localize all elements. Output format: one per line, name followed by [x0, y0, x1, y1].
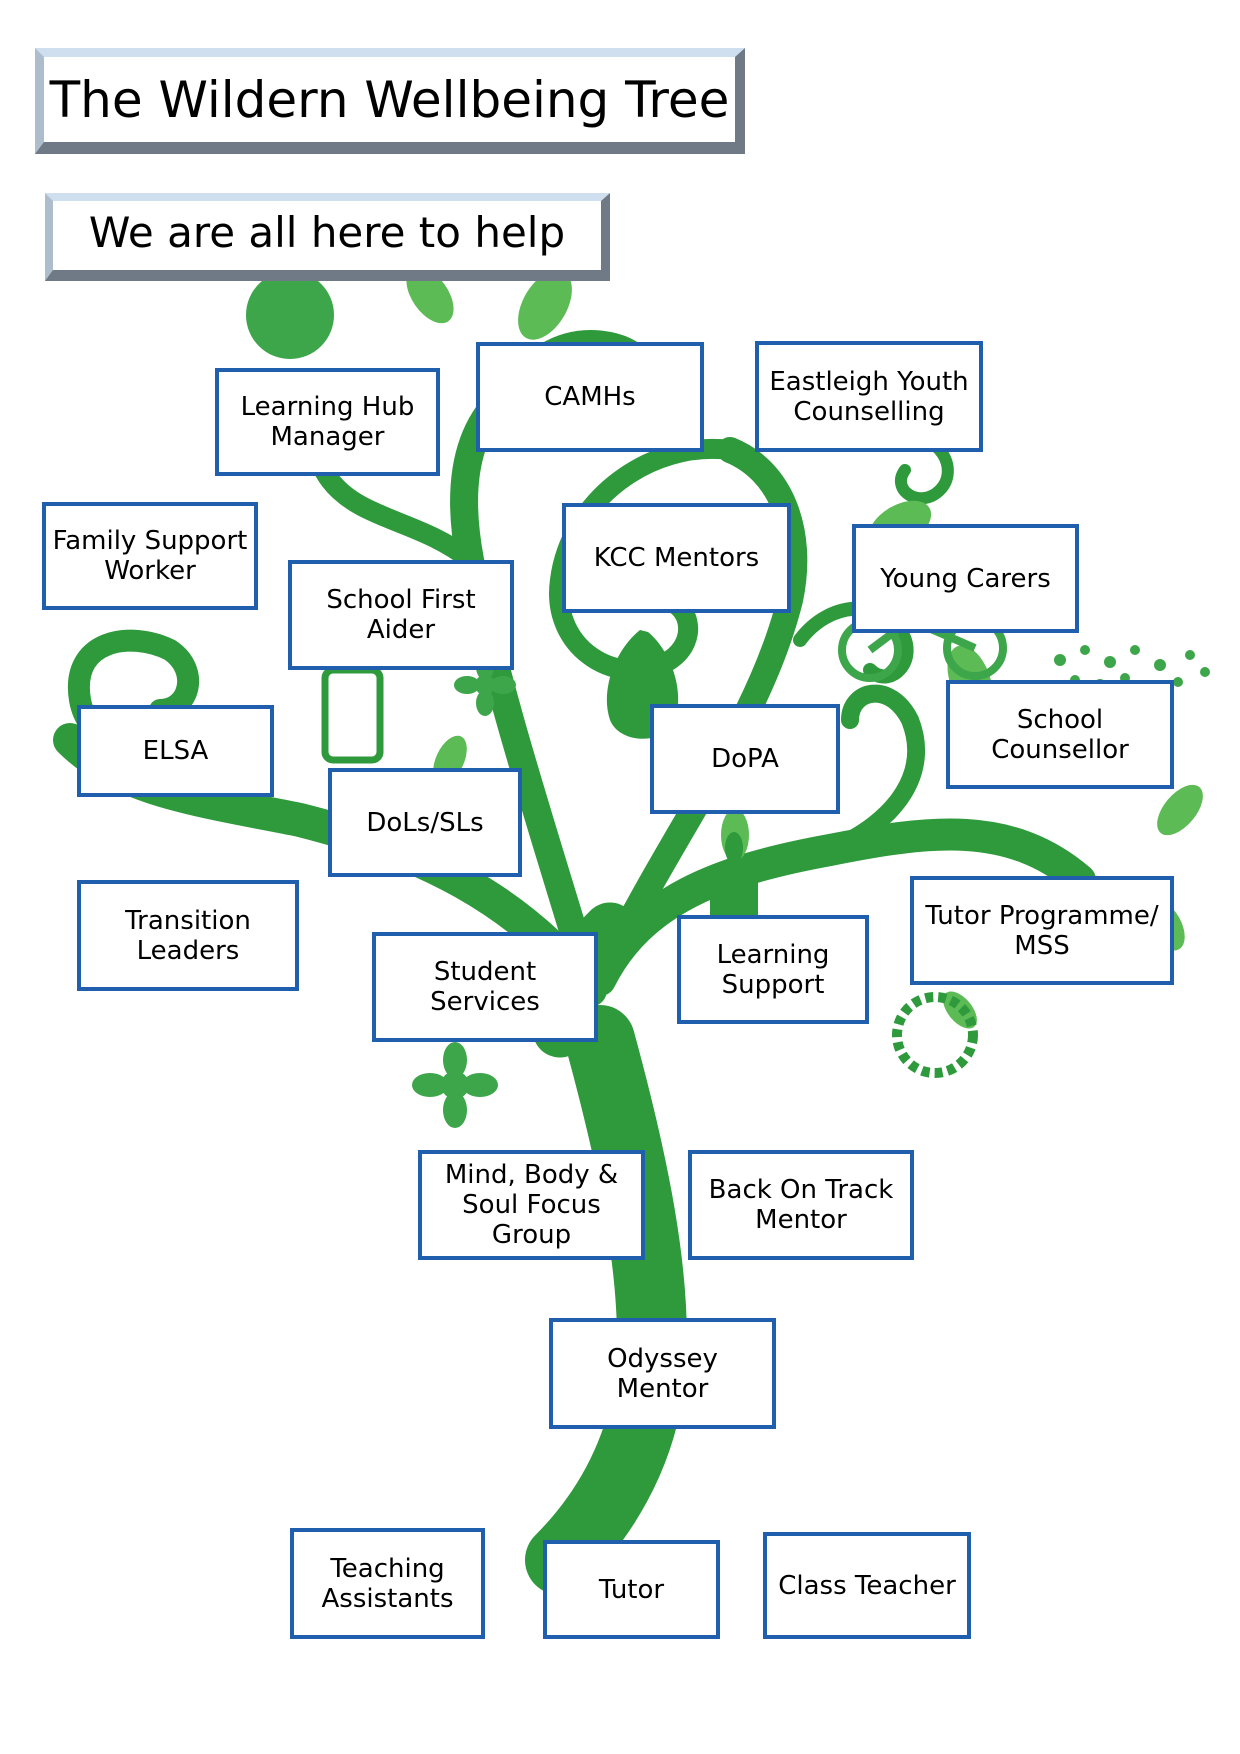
learning-hub-manager-box: Learning Hub Manager [215, 368, 440, 476]
young-carers-box: Young Carers [852, 524, 1079, 633]
dols-sls-box: DoLs/SLs [328, 768, 522, 877]
learning-support-box: Learning Support [677, 915, 869, 1024]
back-on-track-mentor-box: Back On Track Mentor [688, 1150, 914, 1260]
dopa-box: DoPA [650, 704, 840, 814]
tree-spiral [549, 438, 740, 680]
leaf [518, 270, 572, 340]
eastleigh-youth-counselling-box: Eastleigh Youth Counselling [755, 341, 983, 452]
leaf [1157, 784, 1203, 836]
odyssey-mentor-box: Odyssey Mentor [549, 1318, 776, 1429]
tree-spiral [821, 684, 926, 859]
class-teacher-box: Class Teacher [763, 1532, 971, 1639]
phone-icon [321, 666, 384, 764]
school-counsellor-box: School Counsellor [946, 680, 1174, 789]
tutor-box: Tutor [543, 1540, 720, 1639]
tree-trunk [525, 1005, 687, 1595]
camhs-box: CAMHs [476, 342, 704, 452]
school-first-aider-box: School First Aider [288, 560, 514, 670]
family-support-worker-box: Family Support Worker [42, 502, 258, 610]
tree-branch [597, 437, 808, 973]
tutor-programme-mss-box: Tutor Programme/ MSS [910, 876, 1174, 985]
student-services-box: Student Services [372, 932, 598, 1042]
transition-leaders-box: Transition Leaders [77, 880, 299, 991]
teaching-assistants-box: Teaching Assistants [290, 1528, 485, 1639]
globe-icon [246, 271, 334, 359]
elsa-box: ELSA [77, 705, 274, 797]
mandala-icon [892, 992, 978, 1078]
flower-icon [454, 654, 516, 716]
title-banner: The Wildern Wellbeing Tree [35, 48, 745, 154]
subtitle-banner: We are all here to help [45, 193, 610, 281]
page-subtitle: We are all here to help [88, 208, 566, 257]
kcc-mentors-box: KCC Mentors [562, 503, 791, 613]
mind-body-soul-box: Mind, Body & Soul Focus Group [418, 1150, 645, 1260]
flower-icon [412, 1042, 498, 1128]
page-title: The Wildern Wellbeing Tree [49, 70, 730, 129]
